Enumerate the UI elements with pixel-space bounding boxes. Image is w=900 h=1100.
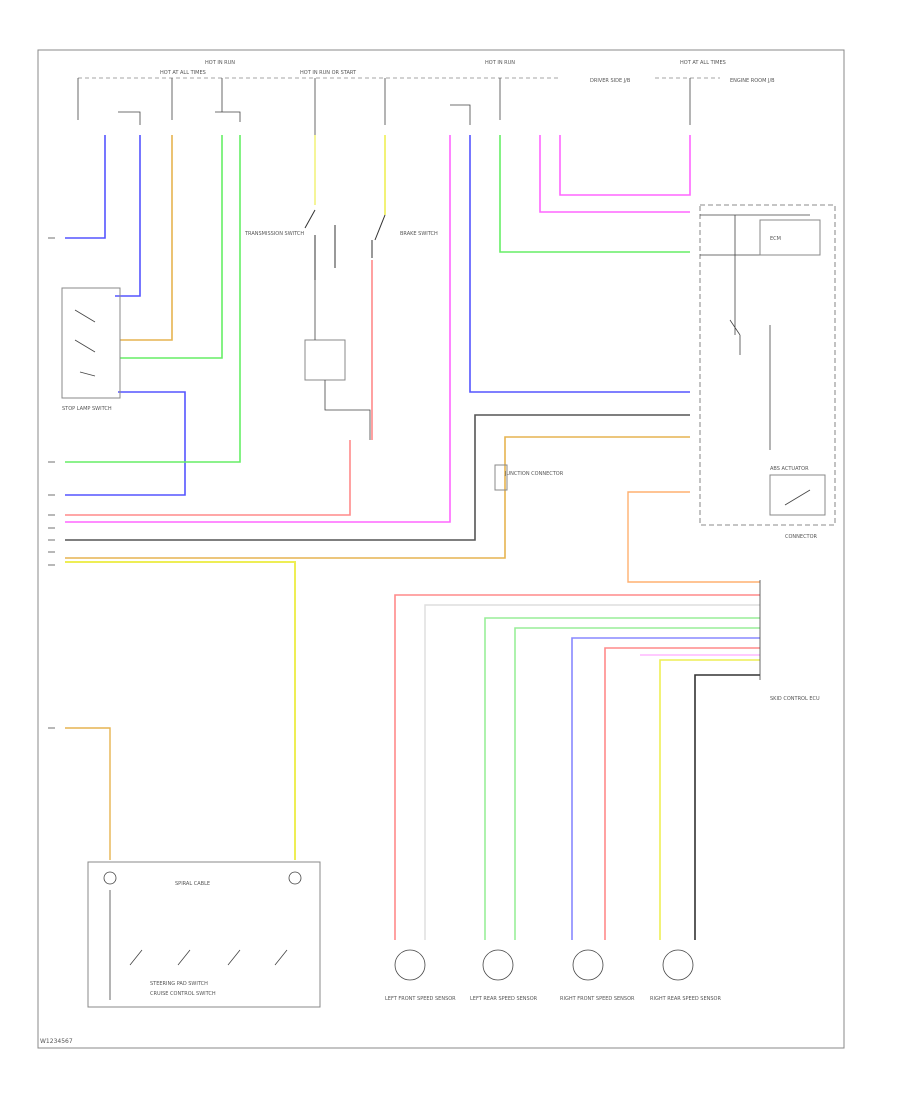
wire-ltgreen-2 bbox=[514, 627, 760, 940]
stop-lamp-switch-label: STOP LAMP SWITCH bbox=[62, 406, 112, 412]
wire-pink-3 bbox=[559, 135, 691, 196]
brake-switch-label: BRAKE SWITCH bbox=[400, 231, 438, 237]
ecm-box bbox=[699, 204, 836, 526]
relay-box-wires bbox=[314, 280, 371, 440]
wire-tan-1 bbox=[120, 135, 173, 341]
wire-red-2 bbox=[394, 594, 760, 940]
trans-switch-label: TRANSMISSION SWITCH bbox=[244, 231, 304, 237]
engine-jb-note: ENGINE ROOM J/B bbox=[730, 78, 775, 84]
sensor-fr-icon bbox=[572, 949, 604, 981]
fuse-drop-3 bbox=[215, 78, 241, 122]
wire-lightgray bbox=[424, 604, 760, 940]
footer-code: W1234567 bbox=[40, 1038, 73, 1045]
abs-actuator-label: ABS ACTUATOR bbox=[770, 466, 809, 472]
sensor-fr-label: RIGHT FRONT SPEED SENSOR bbox=[560, 996, 635, 1002]
diagram-frame bbox=[37, 49, 845, 1049]
sensor-rr-icon bbox=[662, 949, 694, 981]
wire-blue-2 bbox=[115, 135, 141, 297]
wire-blue-4 bbox=[469, 135, 690, 393]
steering-switch-label: STEERING PAD SWITCH bbox=[150, 981, 208, 987]
wire-red-1 bbox=[65, 260, 373, 516]
junction-label: JUNCTION CONNECTOR bbox=[504, 471, 564, 477]
brake-switch-symbol bbox=[371, 214, 386, 258]
spiral-cable-box bbox=[87, 861, 321, 1008]
wire-red-3 bbox=[604, 647, 760, 940]
wire-blue-1 bbox=[65, 135, 106, 239]
fuse-e-label: HOT AT ALL TIMES bbox=[680, 60, 726, 66]
wire-gray-1 bbox=[65, 414, 690, 541]
stop-lamp-switch bbox=[61, 287, 121, 399]
wire-orange-1 bbox=[627, 491, 760, 583]
wire-green-2 bbox=[65, 135, 241, 463]
wire-ltgreen-1 bbox=[484, 617, 760, 940]
wire-black-1 bbox=[694, 674, 760, 940]
skid-ecu-label: SKID CONTROL ECU bbox=[770, 696, 820, 702]
spiral-connector-left bbox=[103, 871, 117, 885]
sensor-fl-icon bbox=[394, 949, 426, 981]
fuse-a-label: HOT AT ALL TIMES bbox=[160, 70, 206, 76]
junction-connector bbox=[494, 464, 508, 491]
ecm-inner-box bbox=[759, 219, 821, 256]
fuse-drop-8 bbox=[118, 111, 141, 125]
steering-feed-wire bbox=[65, 727, 111, 860]
sensor-fl-label: LEFT FRONT SPEED SENSOR bbox=[385, 996, 456, 1002]
wire-tan-2 bbox=[65, 436, 690, 559]
wire-yellow-2 bbox=[65, 561, 296, 860]
spiral-connector-right bbox=[288, 871, 302, 885]
wire-pink-2 bbox=[539, 135, 690, 213]
wire-blue-3 bbox=[65, 391, 186, 496]
fuse-b-label: HOT IN RUN bbox=[205, 60, 235, 66]
fuse-d-label: HOT IN RUN bbox=[485, 60, 515, 66]
relay-box-label: HOT IN RUN OR START bbox=[300, 70, 357, 76]
trans-switch-symbol bbox=[304, 209, 336, 280]
sensor-rl-label: LEFT REAR SPEED SENSOR bbox=[470, 996, 538, 1002]
left-terminal-markers bbox=[48, 237, 55, 729]
ecm-internals bbox=[700, 214, 810, 450]
spiral-cable-label: SPIRAL CABLE bbox=[175, 881, 210, 887]
driver-jb-note: DRIVER SIDE J/B bbox=[590, 78, 631, 84]
actuator-id-label: CONNECTOR bbox=[785, 534, 818, 540]
stop-lamp-switch-contacts bbox=[74, 309, 96, 377]
wire-green-1 bbox=[120, 135, 223, 359]
abs-actuator-switch bbox=[784, 489, 811, 506]
wire-green-3 bbox=[499, 135, 690, 253]
abs-actuator bbox=[769, 474, 826, 516]
steering-switch-sub: CRUISE CONTROL SWITCH bbox=[150, 991, 216, 997]
sensor-rl-icon bbox=[482, 949, 514, 981]
steering-switch-contacts bbox=[109, 890, 288, 1000]
wire-pink-1 bbox=[65, 135, 451, 523]
sensor-rr-label: RIGHT REAR SPEED SENSOR bbox=[650, 996, 721, 1002]
wire-yellow-4 bbox=[659, 659, 760, 940]
fuse-drop-9 bbox=[450, 104, 471, 125]
ecm-label: ECM bbox=[770, 236, 781, 242]
wire-blue-5 bbox=[571, 637, 760, 940]
relay-box bbox=[304, 339, 346, 381]
